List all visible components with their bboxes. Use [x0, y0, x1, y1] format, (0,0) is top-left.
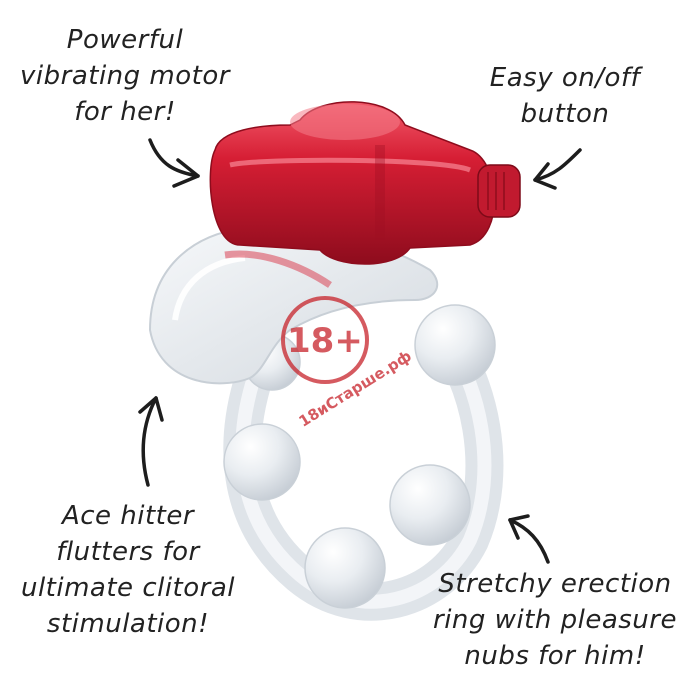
annotation-motor: Powerful vibrating motor for her!: [20, 22, 230, 130]
annotation-ace-hitter: Ace hitter flutters for ultimate clitora…: [8, 498, 248, 642]
annotation-line: stimulation!: [46, 609, 210, 639]
watermark-age: 18+: [287, 321, 363, 361]
annotation-line: nubs for him!: [464, 641, 646, 671]
arrow-to-motor: [148, 138, 200, 188]
annotation-line: for her!: [74, 97, 176, 127]
annotation-line: Easy on/off: [489, 63, 641, 93]
annotation-line: Powerful: [66, 25, 184, 55]
annotation-line: button: [520, 99, 610, 129]
annotation-line: flutters for: [56, 537, 200, 567]
annotation-line: ultimate clitoral: [20, 573, 236, 603]
annotation-ring: Stretchy erection ring with pleasure nub…: [420, 566, 690, 674]
on-off-button: [477, 164, 521, 218]
annotation-button: Easy on/off button: [480, 60, 650, 132]
annotation-line: vibrating motor: [20, 61, 230, 91]
arrow-to-ring: [508, 514, 550, 564]
pleasure-nubs: [223, 304, 496, 609]
ace-hitter-flutter: [148, 225, 439, 385]
annotation-line: Ace hitter: [61, 501, 195, 531]
arrow-to-button: [533, 148, 582, 190]
annotation-line: Stretchy erection: [438, 569, 672, 599]
arrow-to-ace-hitter: [138, 396, 164, 487]
vibrating-motor: [209, 101, 496, 265]
annotation-line: ring with pleasure: [433, 605, 677, 635]
